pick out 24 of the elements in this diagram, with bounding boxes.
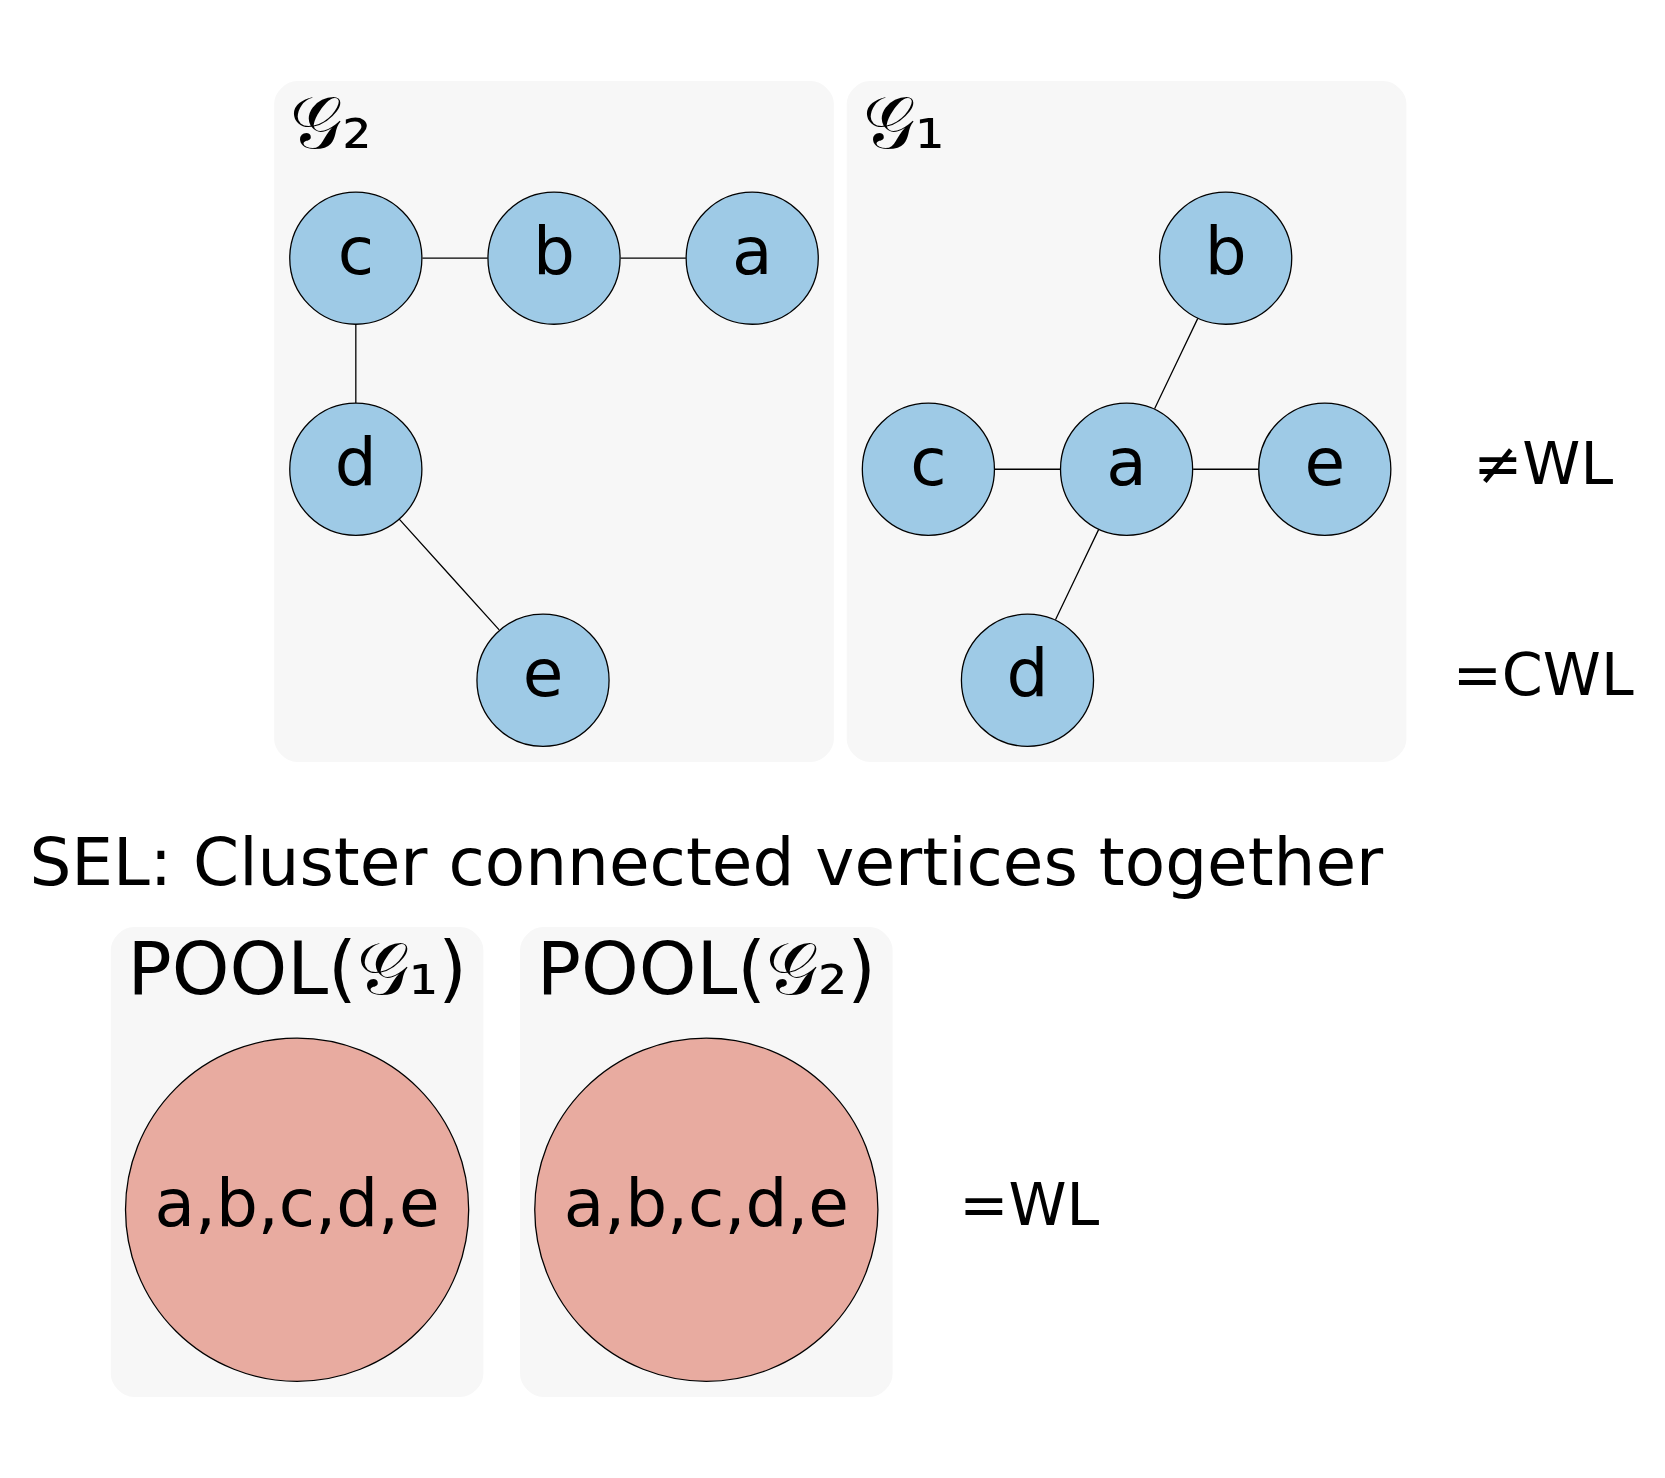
connector	[1054, 528, 1100, 621]
label: =WL	[959, 1169, 1100, 1239]
connector	[1192, 468, 1260, 470]
connector	[398, 518, 500, 631]
node-circle: b	[1158, 191, 1293, 325]
node-circle: d	[289, 402, 423, 536]
node-circle: a,b,c,d,e	[124, 1037, 470, 1382]
label: =CWL	[1452, 640, 1634, 710]
node-circle: b	[487, 191, 621, 325]
node-circle: e	[1258, 402, 1392, 536]
connector	[994, 468, 1061, 470]
node-circle: d	[960, 613, 1095, 747]
connector	[1153, 317, 1199, 410]
label: ≠WL	[1473, 429, 1614, 499]
node-circle: c	[861, 402, 996, 536]
node-circle: c	[289, 191, 423, 325]
node-circle: a	[1059, 402, 1194, 536]
connector	[355, 323, 357, 404]
connector	[421, 257, 489, 259]
node-circle: e	[476, 613, 610, 747]
node-circle: a	[685, 191, 819, 325]
label: SEL: Cluster connected vertices together	[29, 824, 1384, 902]
connector	[619, 257, 687, 259]
node-circle: a,b,c,d,e	[534, 1037, 879, 1382]
